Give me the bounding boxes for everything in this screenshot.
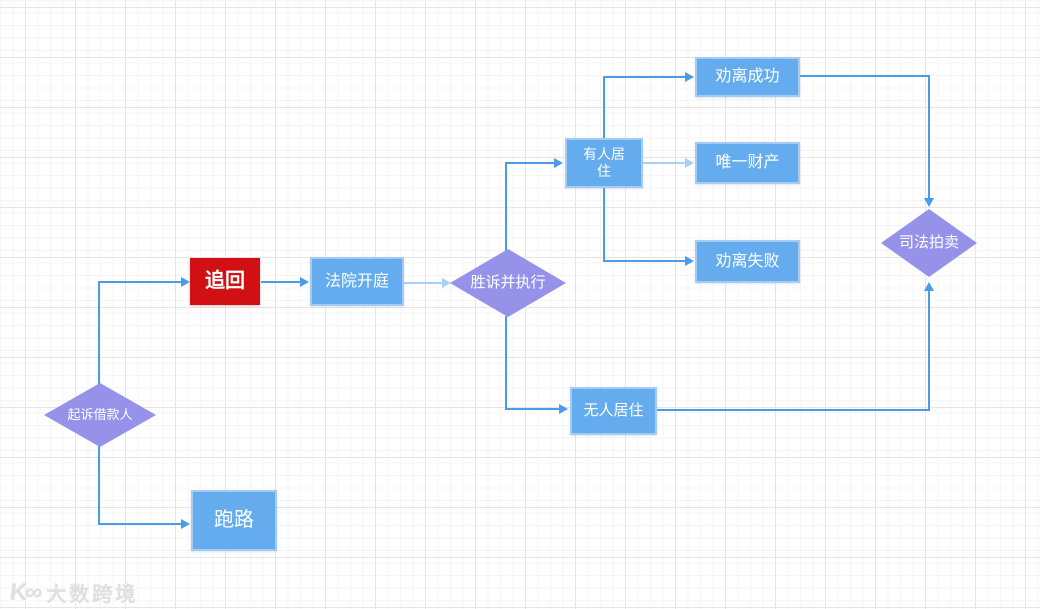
node-win-and-execute-label: 胜诉并执行 — [470, 273, 546, 291]
watermark: K∞ 大数跨境 — [8, 578, 139, 607]
connector-unoccupied-to-auction-vertical — [928, 291, 930, 410]
node-court-session[interactable]: 法院开庭 — [310, 257, 404, 306]
connector-sue-to-recover-vertical — [98, 282, 100, 385]
watermark-logo-icon: K∞ — [8, 578, 42, 606]
node-judicial-auction-label: 司法拍卖 — [898, 233, 959, 251]
node-occupied[interactable]: 有人居住 — [565, 138, 643, 188]
arrowhead-into-run-away — [181, 519, 190, 529]
watermark-brand-text: 大数跨境 — [46, 584, 139, 606]
connector-win-to-occupied-vertical — [505, 163, 507, 251]
connector-win-to-unoccupied-horizontal — [505, 408, 559, 410]
connector-unoccupied-to-auction-horizontal — [657, 409, 930, 411]
connector-recover-to-court — [261, 281, 300, 283]
connector-occupied-to-sole — [643, 162, 685, 164]
arrowhead-into-win — [442, 278, 451, 288]
node-run-away-label: 跑路 — [214, 509, 254, 531]
connector-sue-to-recover-horizontal — [98, 281, 181, 283]
node-sole-property-label: 唯一财产 — [715, 154, 780, 171]
connector-success-to-auction-vertical — [928, 75, 930, 198]
node-recover-label: 追回 — [205, 270, 245, 292]
connector-occupied-to-success-horizontal — [603, 76, 685, 78]
connector-occupied-to-success-vertical — [603, 77, 605, 138]
connector-court-to-win — [404, 282, 442, 284]
node-court-session-label: 法院开庭 — [324, 272, 389, 290]
arrowhead-into-persuade-success — [685, 72, 694, 82]
node-win-and-execute[interactable]: 胜诉并执行 — [450, 249, 566, 317]
connector-occupied-to-fail-vertical — [603, 188, 605, 262]
node-recover[interactable]: 追回 — [190, 258, 260, 305]
node-unoccupied[interactable]: 无人居住 — [570, 387, 657, 435]
connector-sue-to-run-horizontal — [98, 523, 181, 525]
arrowhead-into-court — [300, 277, 309, 287]
node-run-away[interactable]: 跑路 — [191, 490, 277, 551]
connector-occupied-to-fail-horizontal — [603, 260, 685, 262]
node-persuade-success[interactable]: 劝离成功 — [695, 57, 800, 97]
node-sole-property[interactable]: 唯一财产 — [695, 142, 800, 184]
node-unoccupied-label: 无人居住 — [583, 401, 644, 419]
arrowhead-into-auction-top — [924, 198, 934, 207]
node-persuade-success-label: 劝离成功 — [715, 68, 780, 85]
node-judicial-auction[interactable]: 司法拍卖 — [881, 209, 977, 277]
arrowhead-into-unoccupied — [559, 404, 568, 414]
node-persuade-fail-label: 劝离失败 — [715, 252, 780, 270]
connector-win-to-unoccupied-vertical — [505, 316, 507, 409]
node-sue-borrower-label: 起诉借款人 — [67, 406, 133, 422]
arrowhead-into-sole-property — [685, 158, 694, 168]
node-occupied-label: 有人居住 — [583, 145, 625, 180]
arrowhead-into-recover — [181, 277, 190, 287]
arrowhead-into-auction-bottom — [924, 282, 934, 291]
node-sue-borrower[interactable]: 起诉借款人 — [44, 383, 156, 447]
arrowhead-into-occupied — [554, 158, 563, 168]
connector-success-to-auction-horizontal — [800, 75, 930, 77]
node-persuade-fail[interactable]: 劝离失败 — [695, 240, 800, 283]
connector-win-to-occupied-horizontal — [505, 162, 554, 164]
arrowhead-into-persuade-fail — [685, 256, 694, 266]
connector-sue-to-run-vertical — [98, 445, 100, 525]
